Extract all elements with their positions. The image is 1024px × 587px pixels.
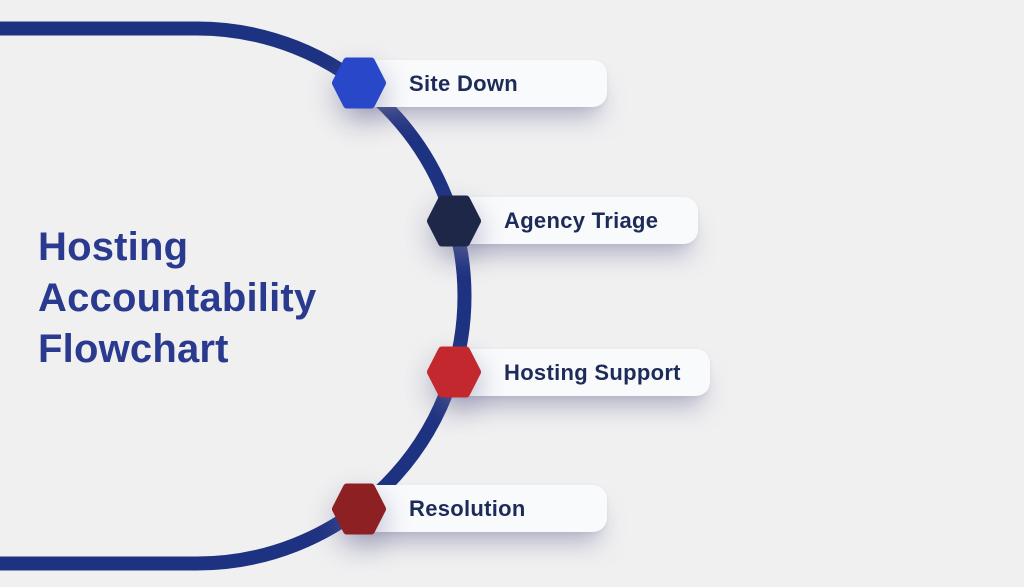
step-card-hosting-support: Hosting Support bbox=[446, 349, 710, 396]
hexagon-icon bbox=[332, 483, 386, 535]
step-label: Agency Triage bbox=[504, 207, 659, 233]
step-label: Site Down bbox=[409, 70, 519, 96]
step-card-site-down: Site Down bbox=[351, 60, 607, 107]
hexagon-icon bbox=[427, 195, 481, 247]
page-title-line: Hosting bbox=[38, 225, 189, 269]
page-title-line: Flowchart bbox=[38, 327, 229, 371]
flow-line-path bbox=[0, 21, 472, 571]
step-label: Resolution bbox=[409, 495, 526, 521]
step-card-resolution: Resolution bbox=[351, 485, 607, 532]
step-label: Hosting Support bbox=[504, 359, 681, 385]
step-card-agency-triage: Agency Triage bbox=[446, 197, 698, 244]
page-title: Hosting Accountability Flowchart bbox=[38, 222, 316, 375]
hexagon-icon bbox=[332, 57, 386, 109]
page-title-line: Accountability bbox=[38, 276, 317, 320]
hexagon-icon bbox=[427, 346, 481, 398]
